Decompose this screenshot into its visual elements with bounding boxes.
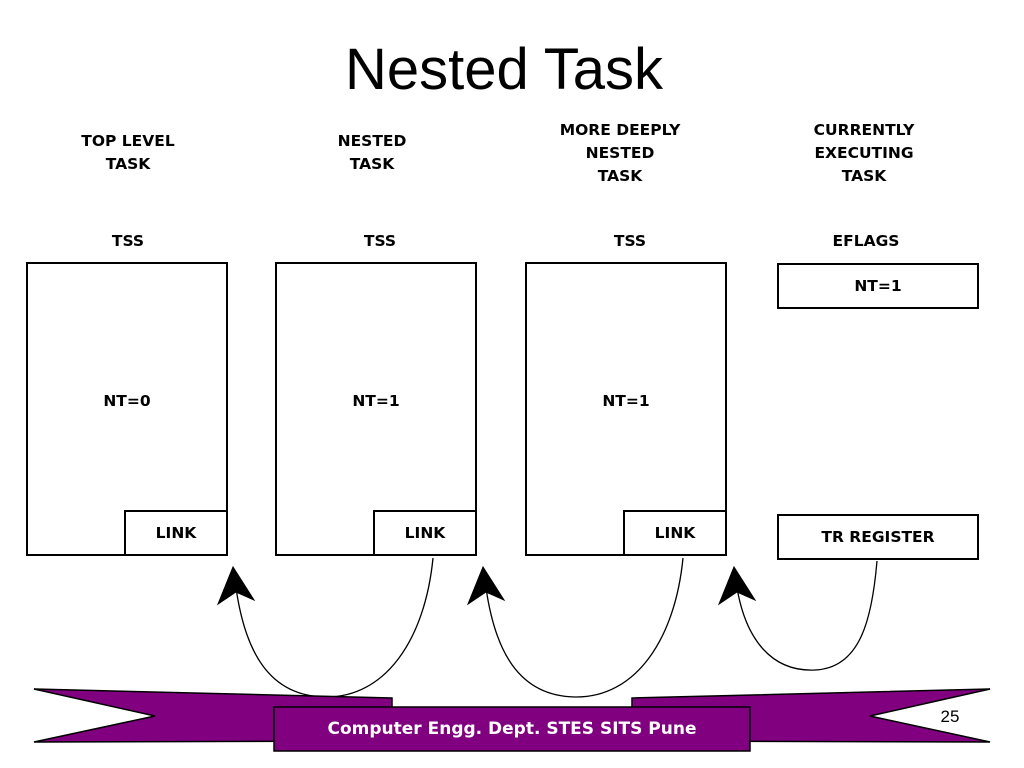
footer-center-box (273, 706, 751, 752)
heading-line: NESTED (337, 132, 407, 150)
link-field: LINK (124, 510, 228, 556)
link-field: LINK (373, 510, 477, 556)
nt-flag-value: NT=1 (602, 392, 650, 410)
nt-flag-value: NT=0 (103, 392, 151, 410)
arrowhead-icon (466, 565, 506, 606)
heading-line: TASK (105, 155, 151, 173)
tss-box-more-deeply-nested: NT=1 LINK (525, 262, 727, 556)
footer-text: Computer Engg. Dept. STES SITS Pune (327, 719, 697, 739)
slide-title: Nested Task (344, 37, 664, 102)
tss-box-nested: NT=1 LINK (275, 262, 477, 556)
arrowhead-icon (216, 565, 256, 606)
heading-line: EXECUTING (814, 144, 914, 162)
column-heading-nested-task: NESTED TASK (282, 130, 462, 176)
tss-label: TSS (111, 232, 145, 250)
heading-line: TASK (841, 167, 887, 185)
link-arrow-curve (736, 560, 878, 671)
nt-flag-value: NT=1 (352, 392, 400, 410)
tss-label: TSS (613, 232, 647, 250)
column-heading-currently-executing-task: CURRENTLY EXECUTING TASK (774, 119, 954, 188)
column-heading-more-deeply-nested-task: MORE DEEPLY NESTED TASK (530, 119, 710, 188)
tss-label: TSS (363, 232, 397, 250)
heading-line: MORE DEEPLY (559, 121, 681, 139)
page-number: 25 (940, 707, 960, 726)
heading-line: CURRENTLY (813, 121, 915, 139)
heading-line: TOP LEVEL (81, 132, 175, 150)
tss-box-top-level: NT=0 LINK (26, 262, 228, 556)
link-arrow-curve (485, 557, 684, 698)
eflags-register: NT=1 (777, 263, 979, 309)
heading-line: NESTED (585, 144, 655, 162)
arrowhead-icon (717, 565, 757, 606)
heading-line: TASK (597, 167, 643, 185)
tr-register: TR REGISTER (777, 514, 979, 560)
column-heading-top-level-task: TOP LEVEL TASK (38, 130, 218, 176)
heading-line: TASK (349, 155, 395, 173)
link-field: LINK (623, 510, 727, 556)
eflags-label: EFLAGS (832, 232, 900, 250)
